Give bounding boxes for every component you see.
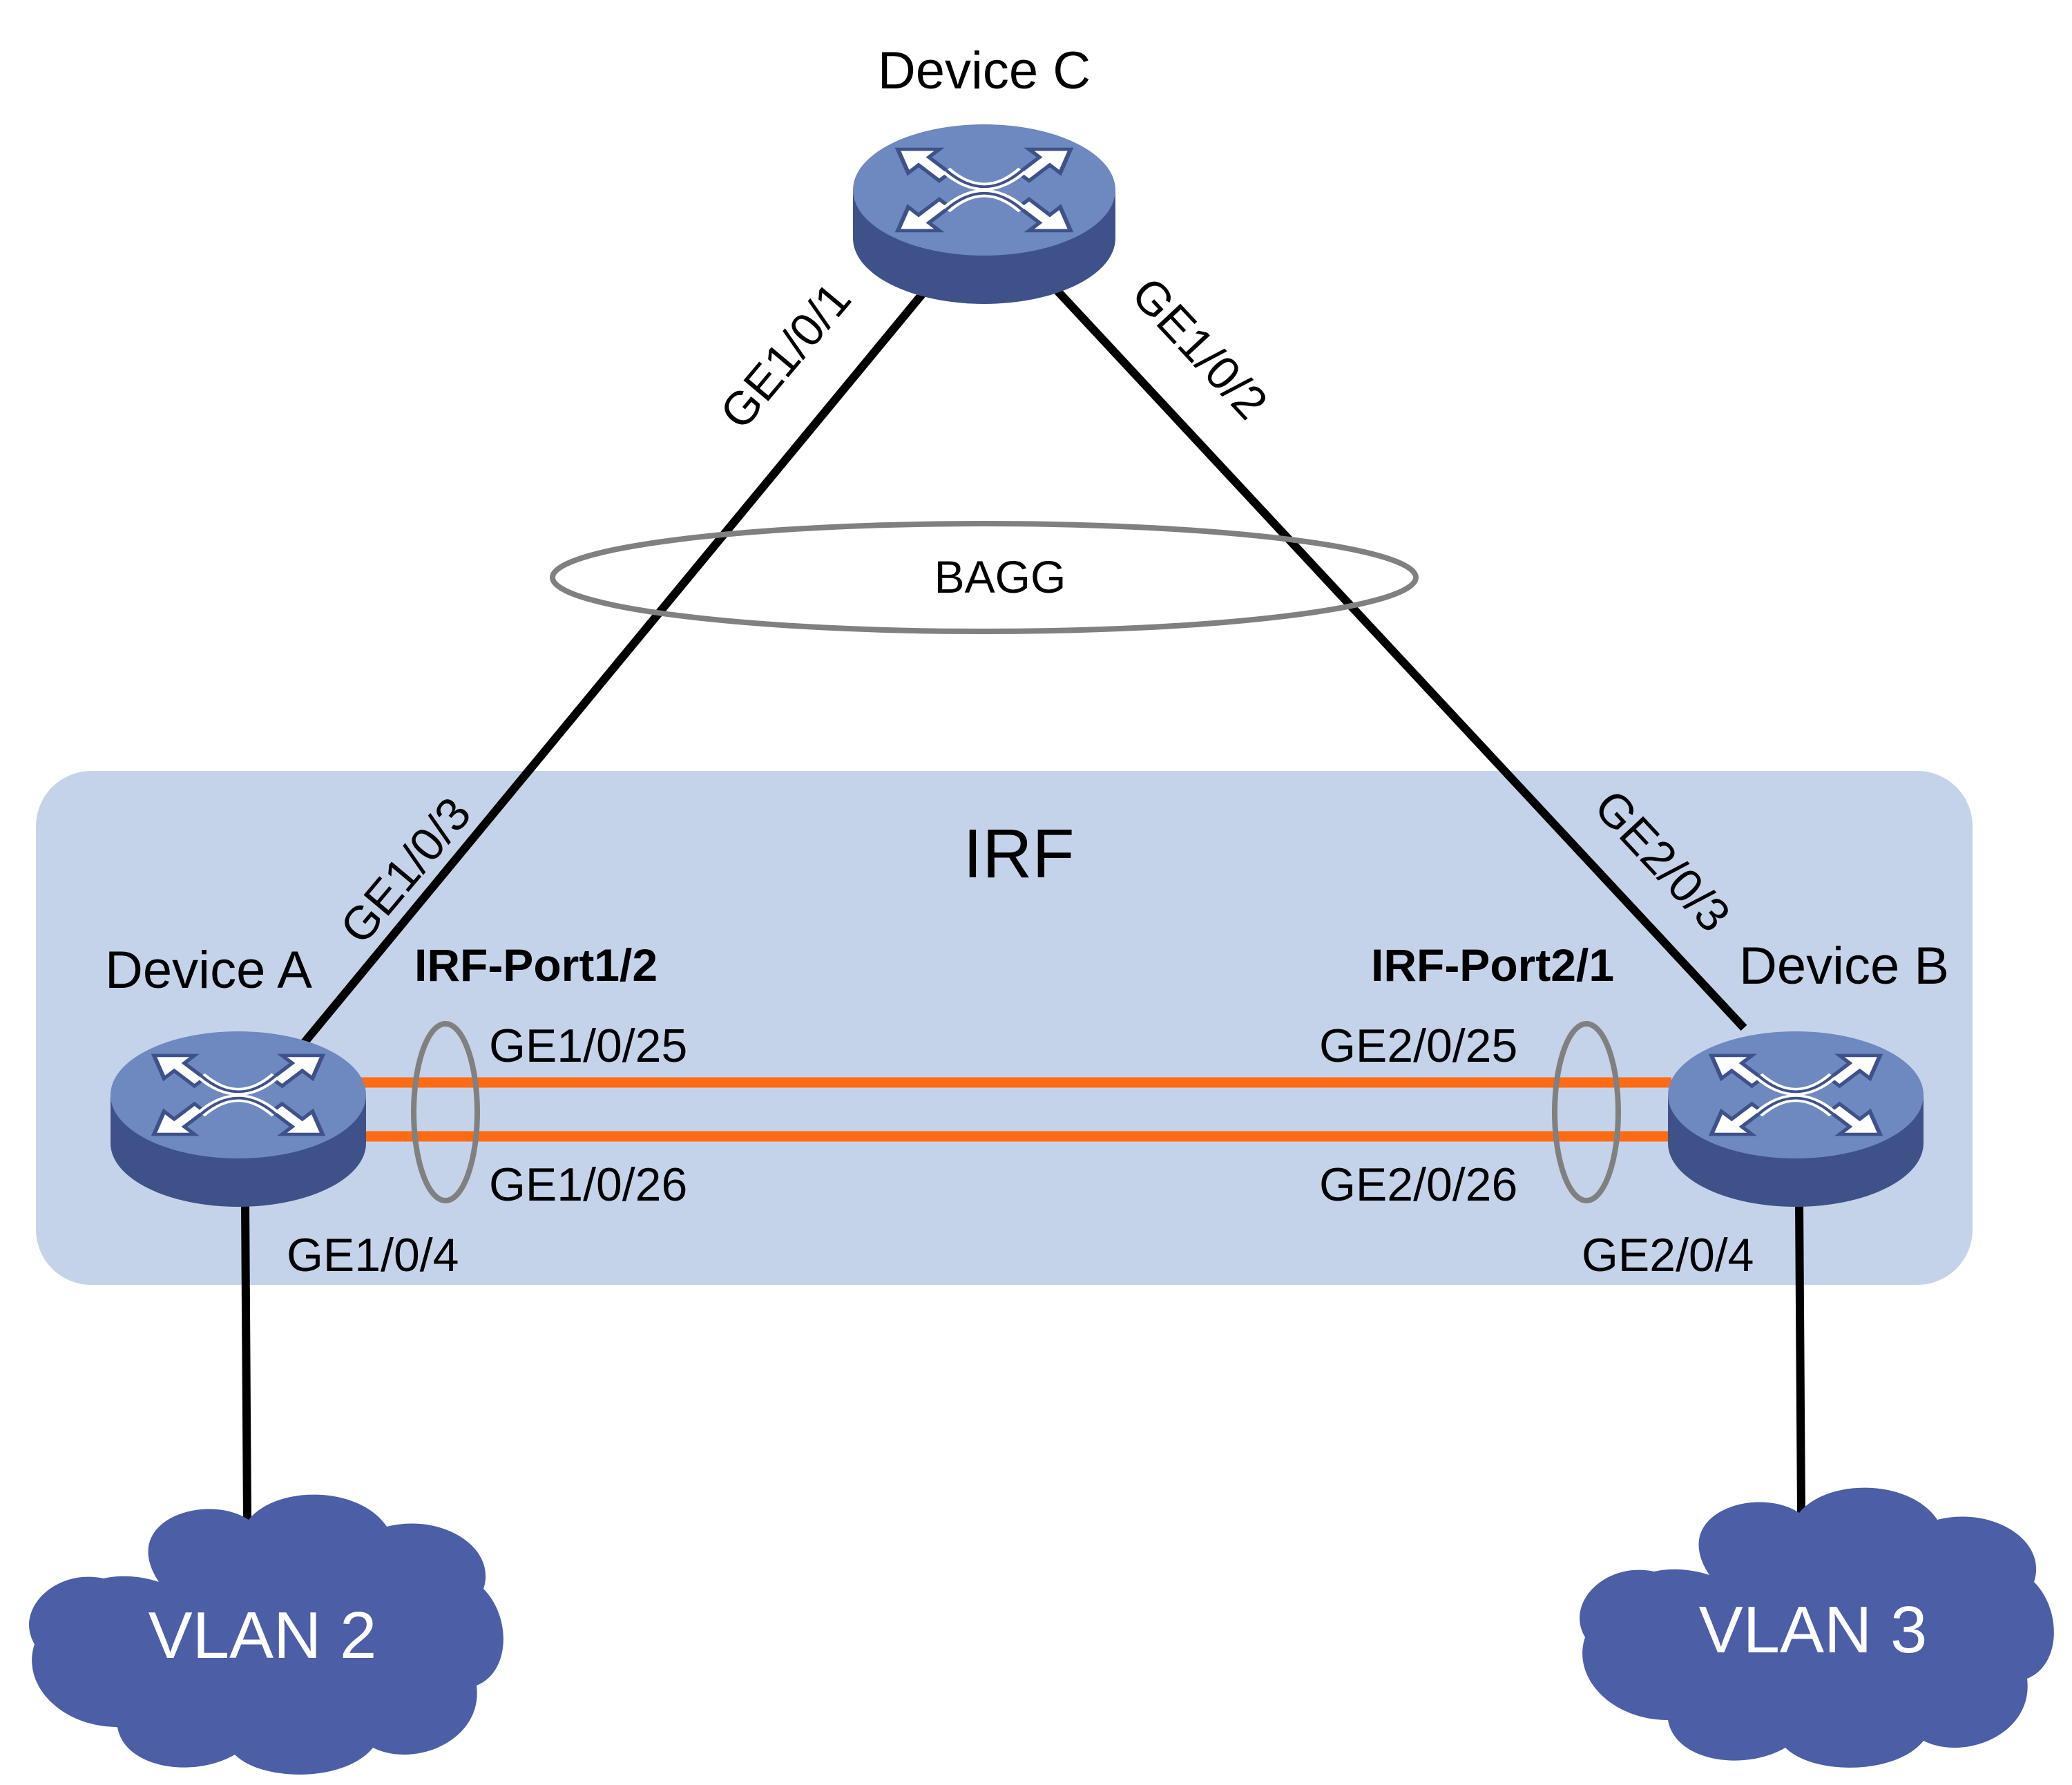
link-a-to-vlan2	[241, 1201, 251, 1520]
cloud-vlan3-label: VLAN 3	[1699, 1593, 1928, 1667]
link-b-to-c	[1053, 287, 1747, 1031]
irf-port-ring-a	[411, 1021, 480, 1203]
cloud-vlan2-label: VLAN 2	[148, 1598, 377, 1672]
irf-port-label-b: IRF-Port2/1	[1371, 939, 1614, 991]
irf-port-ring-b	[1552, 1021, 1621, 1203]
irf-region	[36, 771, 1973, 1285]
port-label-c-left: GE1/0/1	[710, 273, 861, 439]
device-b-label: Device B	[1739, 937, 1949, 995]
port-label-b-down: GE2/0/4	[1582, 1229, 1754, 1281]
device-c[interactable]	[853, 124, 1115, 304]
bagg-ring	[550, 521, 1419, 634]
cloud-vlan3[interactable]: VLAN 3	[1580, 1487, 2054, 1768]
bagg-label: BAGG	[934, 551, 1066, 602]
port-label-b-irf-2: GE2/0/26	[1319, 1158, 1517, 1211]
port-label-b-irf-1: GE2/0/25	[1319, 1020, 1517, 1072]
port-label-a-irf-2: GE1/0/26	[489, 1158, 687, 1211]
cloud-vlan2[interactable]: VLAN 2	[29, 1494, 503, 1775]
device-c-label: Device C	[878, 41, 1091, 100]
port-label-a-down: GE1/0/4	[287, 1229, 459, 1281]
port-label-c-right: GE1/0/2	[1122, 267, 1278, 429]
link-a-to-c	[300, 287, 929, 1046]
cloud-icon	[1580, 1487, 2054, 1768]
port-label-a-irf-1: GE1/0/25	[489, 1020, 687, 1072]
irf-label: IRF	[963, 815, 1074, 892]
cloud-icon	[29, 1494, 503, 1775]
device-b[interactable]	[1668, 1031, 1924, 1207]
link-b-to-vlan3	[1795, 1201, 1805, 1514]
irf-port-label-a: IRF-Port1/2	[414, 939, 658, 991]
device-a[interactable]	[111, 1031, 366, 1207]
device-a-label: Device A	[105, 941, 312, 1000]
